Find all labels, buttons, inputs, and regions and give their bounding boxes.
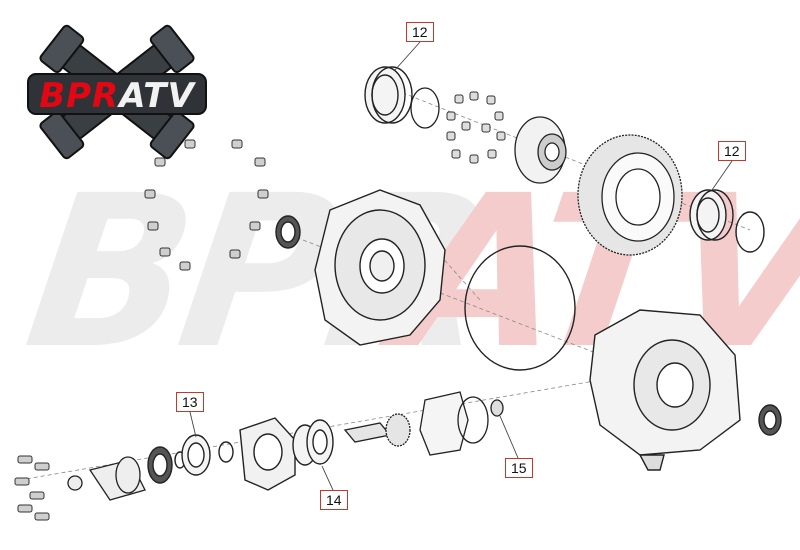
bolt-icon bbox=[14, 455, 50, 521]
callout-12-top: 12 bbox=[406, 22, 434, 42]
bearing-icon bbox=[364, 66, 413, 124]
callout-13: 13 bbox=[176, 392, 204, 412]
housing-icon bbox=[589, 309, 741, 471]
seal-ring-icon bbox=[275, 215, 301, 249]
gasket-icon bbox=[419, 391, 504, 456]
logo-part-atv: ATV bbox=[119, 76, 195, 116]
gasket-icon bbox=[464, 245, 576, 371]
bolt-circle bbox=[446, 91, 506, 164]
callout-15: 15 bbox=[505, 458, 533, 478]
yoke-flange bbox=[67, 456, 146, 501]
pinion-shaft-icon bbox=[343, 413, 411, 447]
housing-icon bbox=[314, 189, 446, 346]
bearing-icon bbox=[292, 419, 334, 466]
housing-icon bbox=[239, 417, 296, 491]
differential-case bbox=[514, 116, 567, 184]
seal-ring-icon bbox=[410, 87, 440, 129]
crossed-pistons-icon bbox=[27, 24, 207, 160]
seal-ring-icon bbox=[758, 404, 782, 436]
seal-ring-icon bbox=[147, 446, 186, 484]
logo-wordmark: BPRATV bbox=[22, 76, 212, 116]
bearing-icon bbox=[181, 434, 234, 476]
bolt-icon bbox=[144, 139, 269, 271]
ring-gear-icon bbox=[577, 134, 683, 256]
brand-logo: BPRATV bbox=[22, 22, 212, 162]
bearing-icon bbox=[689, 189, 765, 253]
callout-12-right: 12 bbox=[718, 141, 746, 161]
callout-14: 14 bbox=[320, 490, 348, 510]
logo-part-bpr: BPR bbox=[39, 76, 120, 116]
